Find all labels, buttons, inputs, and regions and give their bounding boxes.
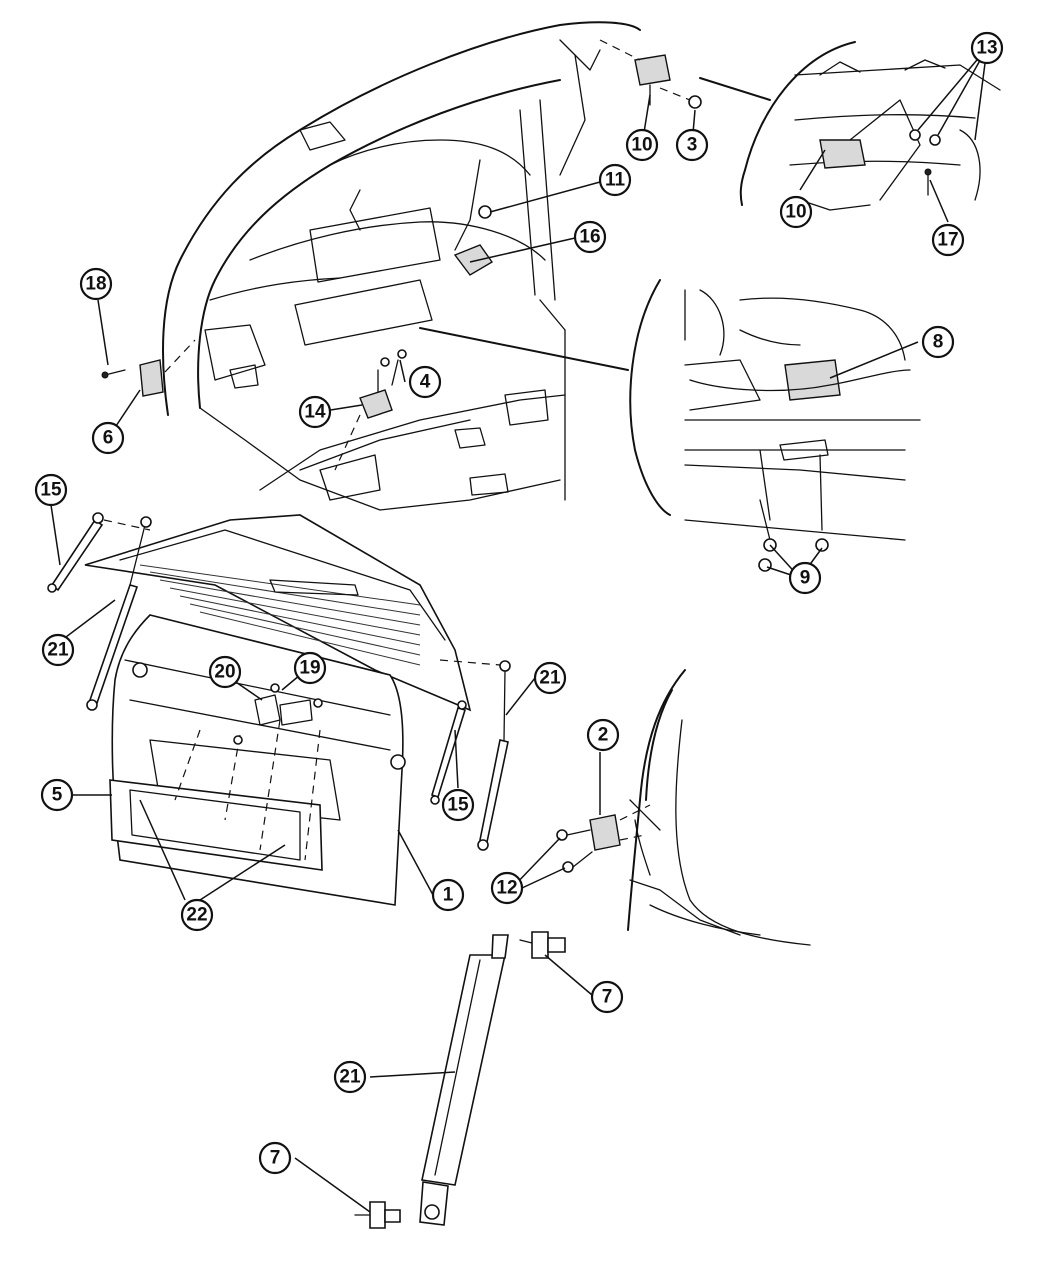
detail-view-latch [629,279,921,572]
body-opening-illustration [162,21,641,511]
callout-10-detail: 10 [779,195,813,229]
svg-text:11: 11 [605,170,626,191]
detail-leader-line-middle [419,327,629,371]
svg-text:3: 3 [687,135,698,156]
gas-strut-left [86,516,152,711]
callout-7-lower: 7 [258,1141,292,1175]
svg-text:21: 21 [539,668,561,689]
callout-11: 11 [598,163,632,197]
gas-strut-right [477,660,511,851]
callout-1: 1 [431,878,465,912]
latch-part-14 [334,349,407,471]
callout-10-upper: 10 [625,128,659,162]
support-strut-right [430,659,501,805]
callout-21-lower: 21 [333,1060,367,1094]
svg-text:17: 17 [937,230,958,251]
svg-text:10: 10 [785,202,806,223]
liftgate-illustration [84,514,472,906]
svg-text:15: 15 [447,795,469,816]
callout-17: 17 [931,223,965,257]
callout-4: 4 [408,365,442,399]
svg-text:7: 7 [602,987,613,1008]
svg-text:13: 13 [976,38,997,59]
svg-text:12: 12 [496,878,517,899]
svg-text:20: 20 [214,662,235,683]
svg-text:9: 9 [800,568,811,589]
callout-3: 3 [675,128,709,162]
callout-7-upper: 7 [590,980,624,1014]
callout-13: 13 [970,31,1004,65]
callout-18: 18 [79,267,113,301]
quarter-panel-illustration [556,669,811,946]
svg-text:2: 2 [598,725,609,746]
callout-15-right: 15 [441,788,475,822]
ball-stud-upper [519,931,566,959]
detail-view-hinge [739,41,1001,211]
svg-text:10: 10 [631,135,652,156]
callout-12: 12 [490,871,524,905]
svg-text:21: 21 [339,1067,361,1088]
callout-9: 9 [788,561,822,595]
hinge-bracket-part [599,39,702,109]
support-strut-left [47,512,151,593]
svg-text:14: 14 [304,402,326,423]
callout-2: 2 [586,718,620,752]
detail-leader-line-upper [699,77,771,101]
callout-21-right: 21 [533,661,567,695]
gas-strut-lower [419,934,509,1226]
callout-14: 14 [298,395,332,429]
svg-text:19: 19 [299,658,320,679]
svg-text:5: 5 [52,785,63,806]
callout-6: 6 [91,421,125,455]
svg-text:21: 21 [47,640,69,661]
callout-15-left: 15 [34,473,68,507]
svg-text:18: 18 [85,274,106,295]
ball-stud-lower [354,1201,401,1229]
svg-text:22: 22 [186,905,207,926]
callout-21-left: 21 [41,633,75,667]
svg-text:1: 1 [443,885,454,906]
callout-8: 8 [921,325,955,359]
svg-text:16: 16 [579,227,600,248]
callout-19: 19 [293,651,327,685]
striker-plate-part [101,339,196,397]
svg-text:4: 4 [420,372,431,393]
svg-text:6: 6 [103,428,114,449]
svg-text:8: 8 [933,332,944,353]
svg-text:7: 7 [270,1148,281,1169]
callout-5: 5 [40,778,74,812]
callout-20: 20 [208,655,242,689]
callout-16: 16 [573,220,607,254]
svg-text:15: 15 [40,480,62,501]
callout-22: 22 [180,898,214,932]
